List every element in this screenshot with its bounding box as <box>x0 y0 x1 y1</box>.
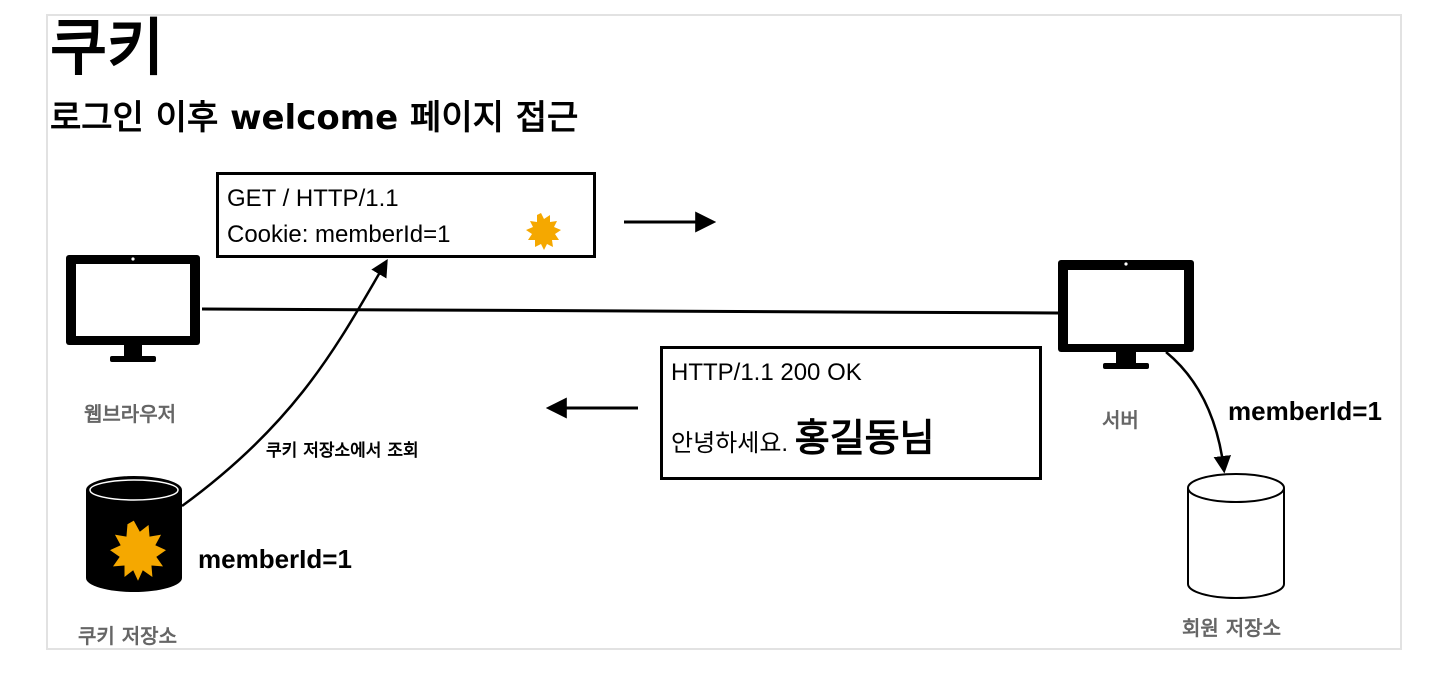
member-store-label: 회원 저장소 <box>1182 616 1281 640</box>
page-title: 쿠키 <box>50 11 165 84</box>
browser-monitor-icon <box>66 255 200 362</box>
server-monitor-icon <box>1058 260 1194 369</box>
response-box: HTTP/1.1 200 OK 안녕하세요. 홍길동님 <box>660 346 1042 480</box>
server-lookup-value: memberId=1 <box>1228 396 1382 426</box>
response-status-line: HTTP/1.1 200 OK <box>671 359 862 386</box>
request-cookie-header: Cookie: memberId=1 <box>227 221 451 248</box>
page-subtitle: 로그인 이후 welcome 페이지 접근 <box>50 98 579 138</box>
server-label: 서버 <box>1102 408 1139 432</box>
diagram-frame <box>46 14 1402 650</box>
response-user-name: 홍길동님 <box>794 418 935 460</box>
browser-label: 웹브라우저 <box>84 402 176 426</box>
cookie-store-value: memberId=1 <box>198 544 352 574</box>
member-store-database-icon <box>1187 473 1285 599</box>
response-body: 안녕하세요. 홍길동님 <box>671 417 935 463</box>
cookie-lookup-label: 쿠키 저장소에서 조회 <box>266 441 419 461</box>
cookie-icon <box>107 519 169 584</box>
member-lookup-arrow <box>1165 351 1232 474</box>
cookie-lookup-arrow <box>181 258 388 508</box>
request-cookie-icon <box>526 213 561 250</box>
response-greeting: 안녕하세요. <box>671 430 789 457</box>
request-box: GET / HTTP/1.1 Cookie: memberId=1 <box>216 172 596 258</box>
cookie-store-label: 쿠키 저장소 <box>78 624 177 648</box>
request-line: GET / HTTP/1.1 <box>227 185 399 212</box>
connection-line <box>201 307 1059 315</box>
